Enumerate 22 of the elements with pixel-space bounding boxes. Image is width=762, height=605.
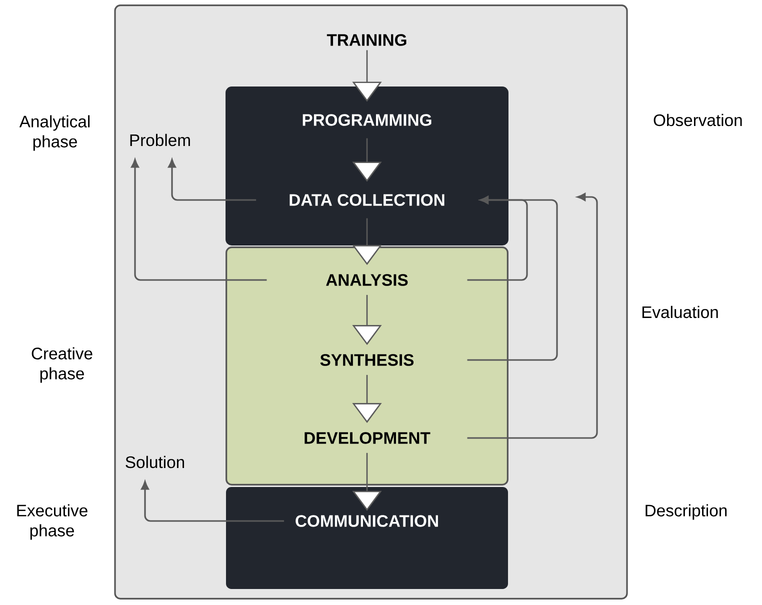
stage-group-box bbox=[226, 246, 508, 486]
phase-label: Executive phase bbox=[17, 504, 88, 540]
feedback-arrow bbox=[467, 193, 598, 439]
phase-label: Analytical phase bbox=[19, 115, 90, 151]
stage-label: PROGRAMMING bbox=[302, 114, 432, 126]
stage-group-box bbox=[226, 86, 508, 246]
stage-label: DATA COLLECTION bbox=[290, 194, 444, 206]
phase-label: Evaluation bbox=[642, 306, 718, 318]
stage-label: SYNTHESIS bbox=[320, 354, 414, 366]
stage-box: COMMUNICATION bbox=[226, 487, 508, 589]
outcome-label: Solution bbox=[126, 456, 184, 468]
feedback-arrow bbox=[131, 159, 267, 281]
feedback-arrow bbox=[168, 159, 256, 201]
outcome-label: Problem bbox=[130, 134, 190, 146]
stage-label: ANALYSIS bbox=[326, 274, 408, 286]
feedback-arrow bbox=[467, 196, 558, 361]
phase-label: Description bbox=[646, 504, 727, 520]
feedback-arrow bbox=[141, 481, 284, 522]
stage-label: TRAINING bbox=[326, 34, 406, 46]
phase-label: Observation bbox=[654, 114, 742, 126]
phase-label: Creative phase bbox=[32, 347, 92, 383]
stage-label: DEVELOPMENT bbox=[304, 432, 430, 444]
